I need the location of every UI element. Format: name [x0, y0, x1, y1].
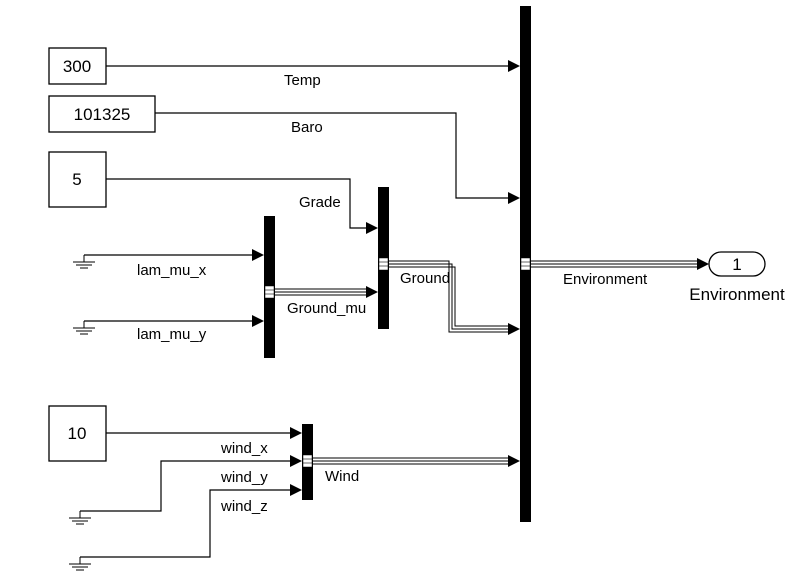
constant-value-grade: 5 — [72, 170, 81, 189]
signal-label-wind: Wind — [325, 468, 359, 485]
signal-label-environment: Environment — [563, 271, 648, 288]
ground-icon — [69, 557, 91, 571]
outport-environment[interactable]: 1 — [708, 251, 766, 277]
bus-line-environment[interactable] — [531, 258, 709, 270]
signal-line-wind-x[interactable] — [106, 427, 302, 439]
signal-line-lam-mu-x[interactable] — [84, 249, 264, 261]
signal-label-wind-y: wind_y — [220, 469, 268, 486]
signal-label-baro: Baro — [291, 119, 323, 136]
bus-port-ground-icon — [378, 257, 389, 271]
signal-label-wind-z: wind_z — [220, 498, 268, 515]
outport-number: 1 — [732, 255, 741, 274]
constant-value-baro: 101325 — [74, 105, 131, 124]
constant-block-temp[interactable]: 300 — [48, 47, 107, 85]
ground-icon — [73, 255, 95, 269]
constant-value-temp: 300 — [63, 57, 91, 76]
constant-block-wind[interactable]: 10 — [48, 405, 107, 462]
bus-line-wind[interactable] — [313, 455, 520, 467]
constant-block-grade[interactable]: 5 — [48, 151, 107, 208]
constant-block-baro[interactable]: 101325 — [48, 95, 156, 133]
bus-port-ground-mu-icon — [264, 285, 275, 299]
signal-line-baro[interactable] — [155, 112, 520, 204]
signal-label-ground: Ground — [400, 270, 450, 287]
bus-port-environment-icon — [520, 257, 531, 271]
signal-line-temp[interactable] — [106, 60, 520, 72]
bus-line-ground[interactable] — [389, 260, 520, 335]
bus-line-ground-mu[interactable] — [275, 286, 378, 298]
signal-line-wind-z[interactable] — [80, 484, 302, 558]
constant-value-wind: 10 — [68, 424, 87, 443]
bus-port-wind-icon — [302, 454, 313, 468]
outport-name[interactable]: Environment — [689, 285, 785, 304]
signal-label-lam-mu-y: lam_mu_y — [137, 326, 207, 343]
signal-label-temp: Temp — [284, 72, 321, 89]
signal-label-lam-mu-x: lam_mu_x — [137, 262, 207, 279]
signal-line-wind-y[interactable] — [80, 455, 302, 512]
signal-line-grade[interactable] — [106, 178, 378, 234]
signal-label-wind-x: wind_x — [220, 440, 268, 457]
ground-icon — [69, 511, 91, 525]
signal-label-grade: Grade — [299, 194, 341, 211]
ground-icon — [73, 321, 95, 335]
signal-label-ground-mu: Ground_mu — [287, 300, 366, 317]
signal-line-lam-mu-y[interactable] — [84, 315, 264, 327]
